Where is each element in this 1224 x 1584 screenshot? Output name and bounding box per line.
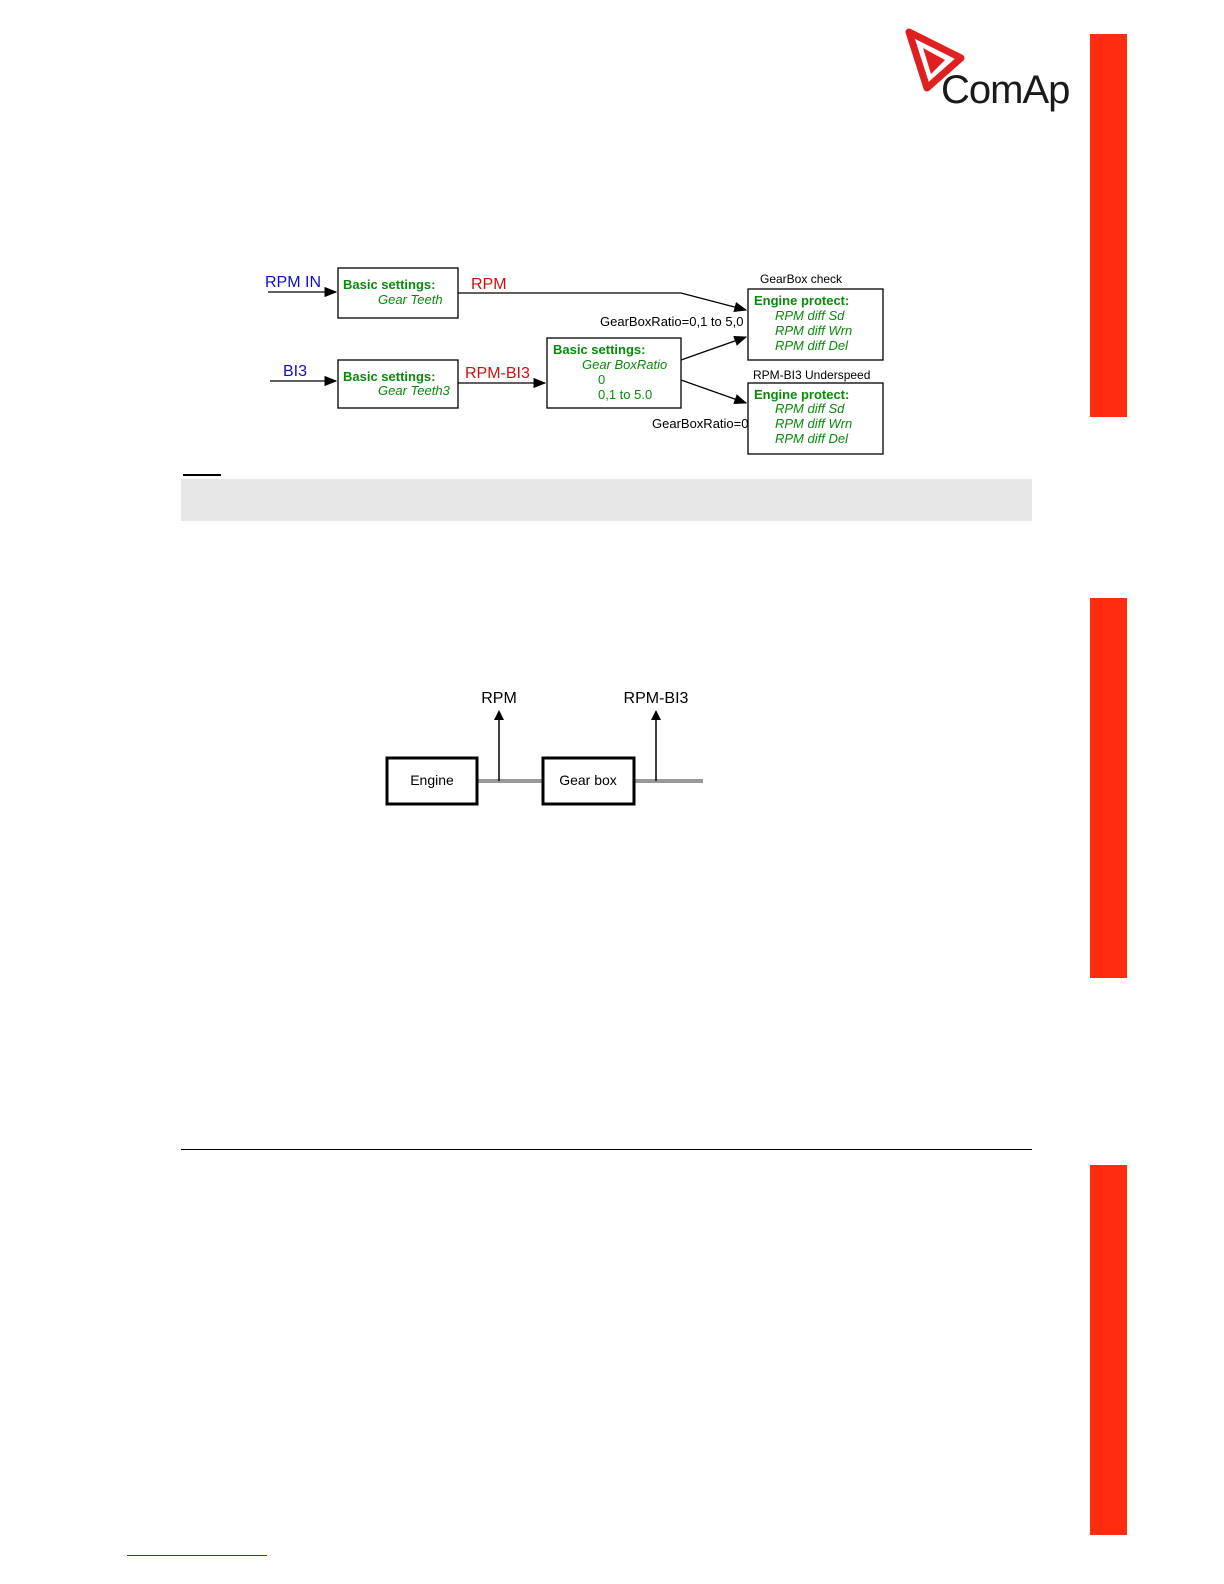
engine-label: Engine: [410, 772, 454, 788]
protect1-title: Engine protect:: [754, 293, 849, 308]
box3-title: Basic settings:: [553, 342, 645, 357]
box3-param: Gear BoxRatio: [582, 357, 667, 372]
basic-settings-box-2: [337, 359, 459, 409]
comap-logo: ComAp: [905, 28, 1075, 118]
note-band: [181, 479, 1032, 521]
box1-param: Gear Teeth: [378, 292, 443, 307]
signal-rpm-bi3-label: RPM-BI3: [465, 365, 530, 382]
engine-protect-box-1: [747, 288, 884, 361]
box2-title: Basic settings:: [343, 369, 435, 384]
box1-title: Basic settings:: [343, 277, 435, 292]
logo-text: ComAp: [941, 68, 1070, 112]
protect2-title: Engine protect:: [754, 387, 849, 402]
footer-link-underline[interactable]: [127, 1555, 267, 1556]
box2-param: Gear Teeth3: [378, 383, 451, 398]
ratio-zero-label: GearBoxRatio=0: [652, 416, 748, 431]
protect2-item-sd: RPM diff Sd: [775, 401, 845, 416]
gearbox-check-label: GearBox check: [760, 272, 843, 286]
footer-rule: [181, 1149, 1032, 1150]
gearbox-box: [541, 756, 636, 806]
input-rpm-in-label: RPM IN: [265, 274, 321, 291]
protect1-item-del: RPM diff Del: [775, 338, 849, 353]
rpm-to-gearbox-check-line: [458, 292, 748, 313]
side-bar-middle: [1090, 598, 1127, 978]
box3-value-0: 0: [598, 372, 605, 387]
note-marker: [183, 474, 221, 476]
logo-triangle-icon: [905, 28, 965, 92]
protect2-item-wrn: RPM diff Wrn: [775, 416, 852, 431]
engine-protect-box-2: [747, 382, 884, 455]
protect1-item-sd: RPM diff Sd: [775, 308, 845, 323]
shaft-rpm-bi3-label: RPM-BI3: [624, 690, 689, 707]
protect2-item-del: RPM diff Del: [775, 431, 849, 446]
ratio-range-label: GearBoxRatio=0,1 to 5,0: [600, 314, 743, 329]
input-bi3-label: BI3: [283, 363, 307, 380]
ratio-to-underspeed-arrow: [680, 379, 748, 404]
gearbox-label: Gear box: [559, 772, 617, 788]
engine-box: [385, 756, 479, 806]
protect1-item-wrn: RPM diff Wrn: [775, 323, 852, 338]
signal-rpm-label: RPM: [471, 276, 507, 293]
underspeed-label: RPM-BI3 Underspeed: [753, 368, 870, 382]
rpm-bi3-arrow-head: [651, 710, 661, 720]
basic-settings-box-3: [546, 337, 682, 409]
basic-settings-box-1: [337, 267, 459, 319]
side-bar-bottom: [1090, 1165, 1127, 1535]
rpm-arrow-head: [494, 710, 504, 720]
ratio-to-gearbox-check-arrow: [680, 336, 748, 361]
side-bar-top: [1090, 34, 1127, 417]
engine-gearbox-diagram: Engine Gear box RPM RPM-BI3: [385, 690, 703, 806]
box3-value-range: 0,1 to 5.0: [598, 387, 652, 402]
shaft-rpm-label: RPM: [481, 690, 517, 707]
gearbox-flow-diagram: RPM IN BI3 Basic settings: Gear Teeth Ba…: [265, 267, 884, 455]
